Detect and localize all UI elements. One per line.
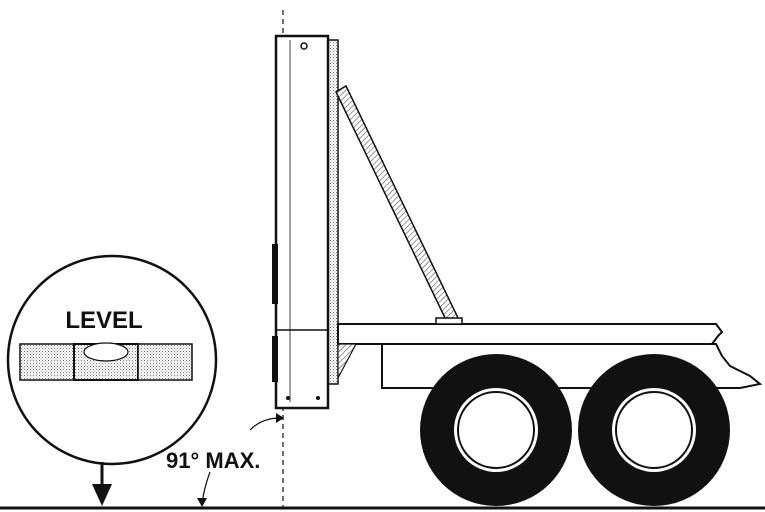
angle-arc-upper [249,417,281,431]
spirit-level-left-vial [19,343,75,381]
mast-side-bracket-upper [272,244,278,304]
mast-mount-gusset [337,343,357,379]
brace-deck-plate [435,317,463,325]
rear-wheel-front [420,354,572,506]
angle-arrow-lower-icon [197,498,207,507]
down-arrow-icon [92,484,112,506]
mast-foot-bolt-right [316,396,320,400]
level-callout: LEVEL [6,254,218,466]
level-label: LEVEL [65,307,142,334]
trailer-deck [337,323,724,345]
sign-mast [274,34,330,410]
mast-foot-bolt-left [286,396,290,400]
diagonal-brace [335,84,462,325]
angle-arrow-upper-icon [276,413,284,423]
mast-side-bracket-lower [272,336,278,382]
spirit-level-right-vial [137,343,193,381]
angle-label: 91° MAX. [166,448,260,473]
level-bubble-icon [83,342,129,362]
rear-wheel-back [578,354,730,506]
mast-pivot-bolt [300,42,308,50]
